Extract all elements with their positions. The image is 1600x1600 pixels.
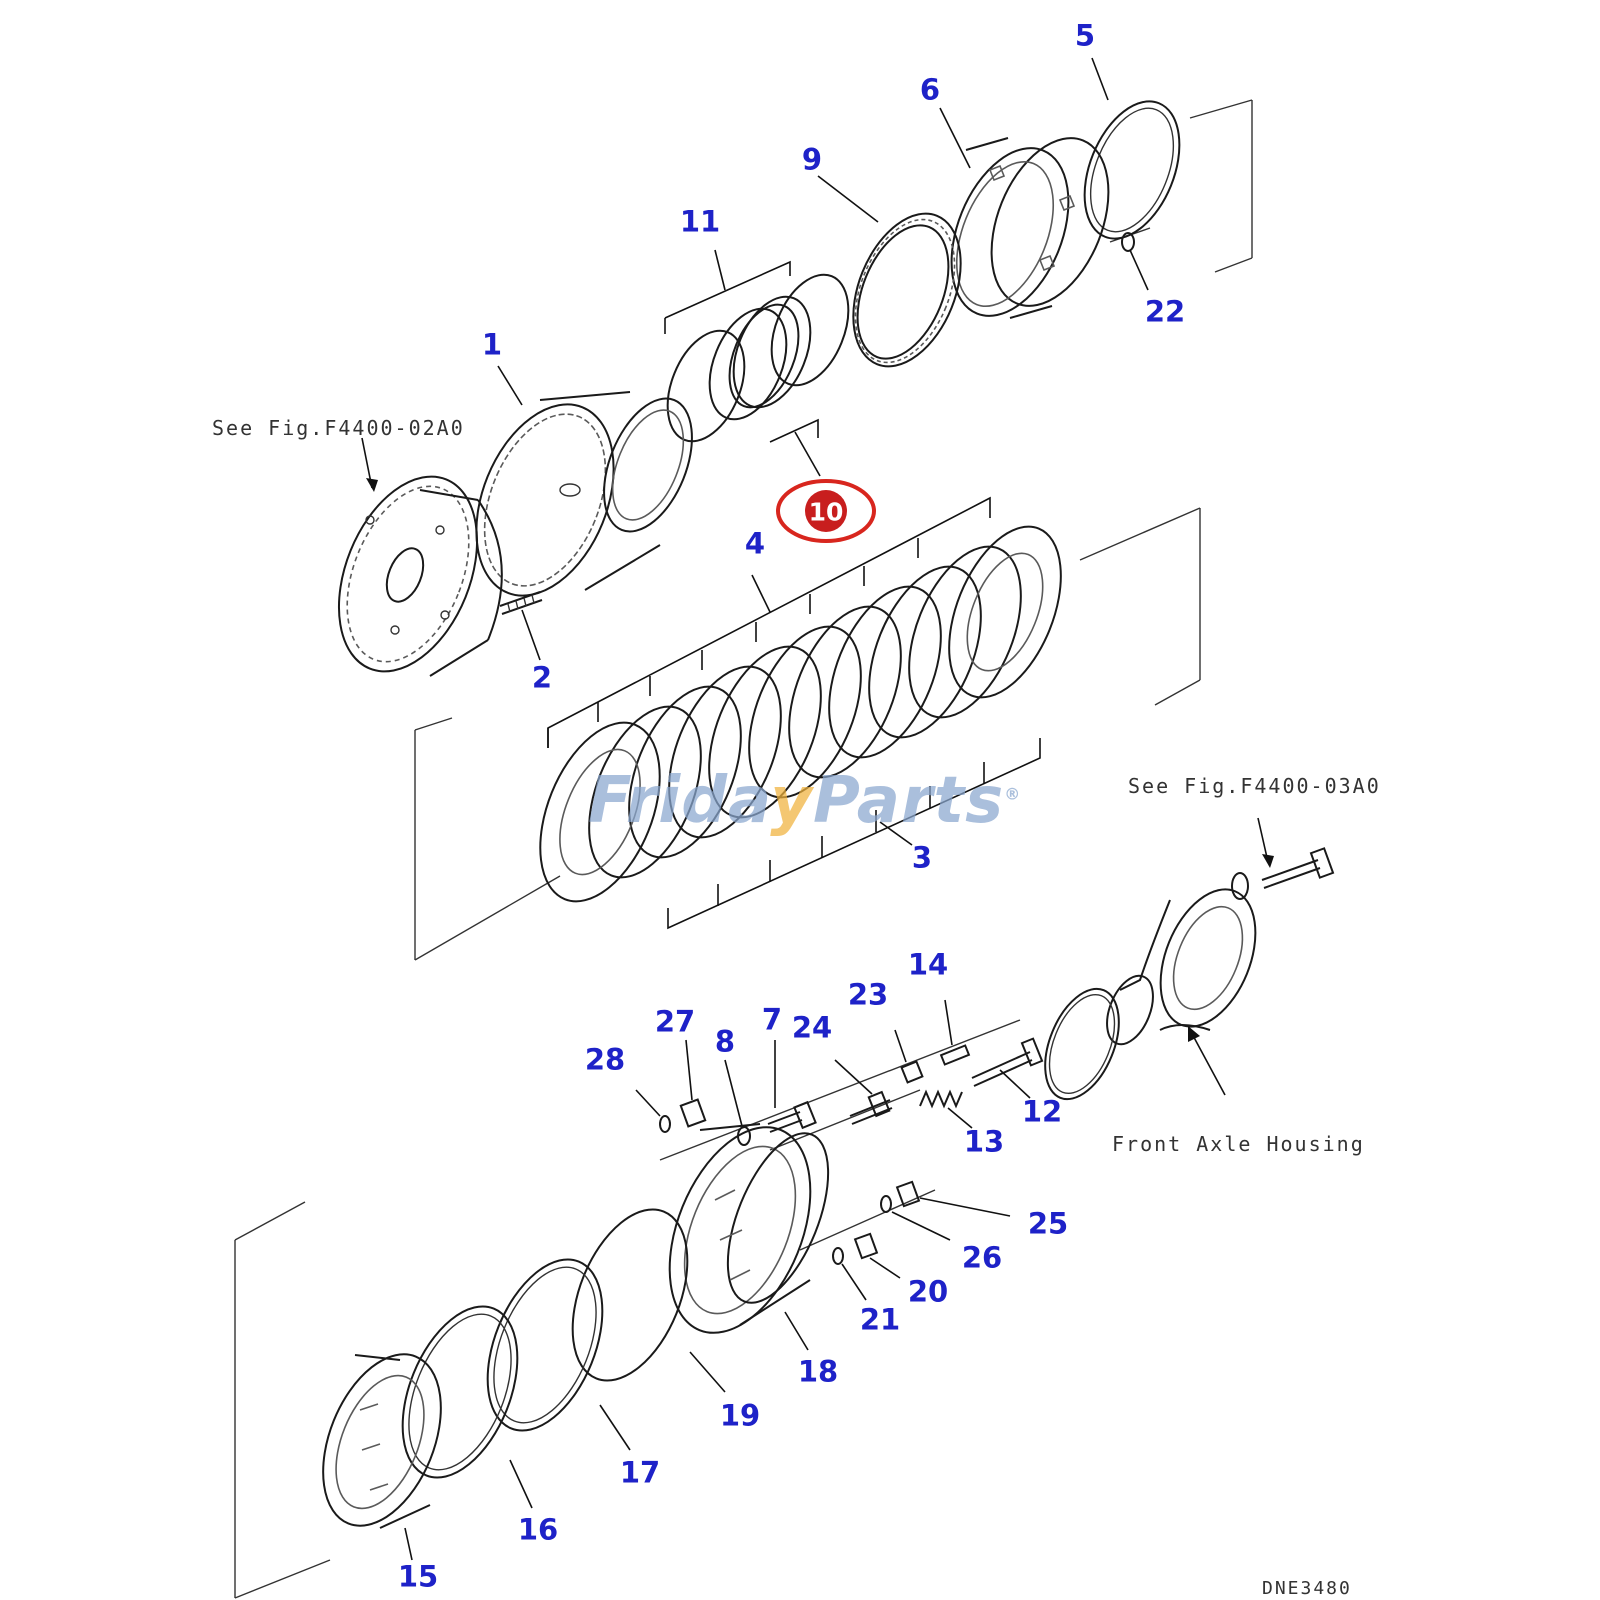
reference-note-housing: Front Axle Housing: [1112, 1132, 1365, 1156]
part-2-stud: [499, 591, 543, 661]
callout-16: 16: [517, 1512, 559, 1547]
part-5-seal-ring: [1083, 100, 1181, 240]
callout-9: 9: [801, 142, 823, 177]
part-27-plug: [679, 1039, 707, 1128]
callout-5: 5: [1074, 18, 1096, 53]
callout-20: 20: [907, 1274, 949, 1309]
callout-4: 4: [744, 526, 766, 561]
clutch-plate-pack: [539, 496, 1062, 930]
callout-26: 26: [961, 1240, 1003, 1275]
callout-15: 15: [397, 1559, 439, 1594]
callout-23: 23: [847, 977, 889, 1012]
part-1-carrier: [475, 391, 693, 597]
part-21-o-ring: [832, 1247, 867, 1301]
part-12-bolt-and-seal: [971, 987, 1120, 1101]
output-hub: [1106, 888, 1257, 1096]
callout-1: 1: [481, 327, 503, 362]
drawing-code: DNE3480: [1262, 1578, 1352, 1599]
callout-13: 13: [963, 1124, 1005, 1159]
watermark-part2: y: [770, 764, 813, 838]
part-23-nut: [894, 1029, 924, 1084]
callout-21: 21: [859, 1302, 901, 1337]
part-6-drum: [950, 137, 1110, 319]
watermark-registered-mark: ®: [1004, 784, 1022, 804]
callout-17: 17: [619, 1455, 661, 1490]
callout-11: 11: [679, 204, 721, 239]
callout-18: 18: [797, 1354, 839, 1389]
callout-12: 12: [1021, 1094, 1063, 1129]
part-24-plunger: [834, 1059, 893, 1125]
part-17-seal-ring: [486, 1258, 631, 1451]
hub-bolt-and-washer: [1231, 817, 1335, 900]
highlight-callout-10: [776, 479, 876, 543]
part-9-ring: [852, 212, 962, 368]
reference-note-upper: See Fig.F4400-02A0: [212, 416, 465, 440]
assembly-axis-lines: [234, 99, 1253, 1599]
part-11-seal-rings: [664, 249, 850, 443]
upper-leaders: [497, 57, 1149, 406]
part-20-plug: [853, 1232, 901, 1279]
callout-8: 8: [714, 1024, 736, 1059]
callout-2: 2: [531, 660, 553, 695]
callout-28: 28: [584, 1042, 626, 1077]
part-13-spring: [919, 1089, 973, 1129]
part-16-seal-ring: [401, 1305, 533, 1509]
callout-6: 6: [919, 72, 941, 107]
part-7-bolt: [767, 1040, 817, 1133]
part-28-o-ring: [635, 1089, 671, 1133]
part-25-bolt: [895, 1180, 1011, 1217]
reference-note-right: See Fig.F4400-03A0: [1128, 774, 1381, 798]
part-10-leader: [769, 418, 821, 477]
part-15-end-cover: [322, 1353, 442, 1561]
callout-22: 22: [1144, 294, 1186, 329]
part-18-housing: [668, 1123, 830, 1351]
part-19-o-ring: [571, 1208, 726, 1393]
watermark-logo: FridayParts®: [588, 764, 1021, 838]
callout-3: 3: [911, 840, 933, 875]
part-26-o-ring: [880, 1195, 951, 1241]
watermark-part1: Frida: [588, 764, 771, 838]
input-flange: [337, 437, 503, 677]
watermark-part3: Parts: [812, 764, 1005, 838]
part-14-pin: [939, 999, 971, 1066]
callout-14: 14: [907, 947, 949, 982]
part-22-o-ring: [1121, 232, 1135, 252]
callout-27: 27: [654, 1004, 696, 1039]
callout-19: 19: [719, 1398, 761, 1433]
highlight-label-10: 10: [808, 497, 844, 527]
callout-7: 7: [761, 1002, 783, 1037]
callout-24: 24: [791, 1010, 833, 1045]
callout-25: 25: [1027, 1206, 1069, 1241]
